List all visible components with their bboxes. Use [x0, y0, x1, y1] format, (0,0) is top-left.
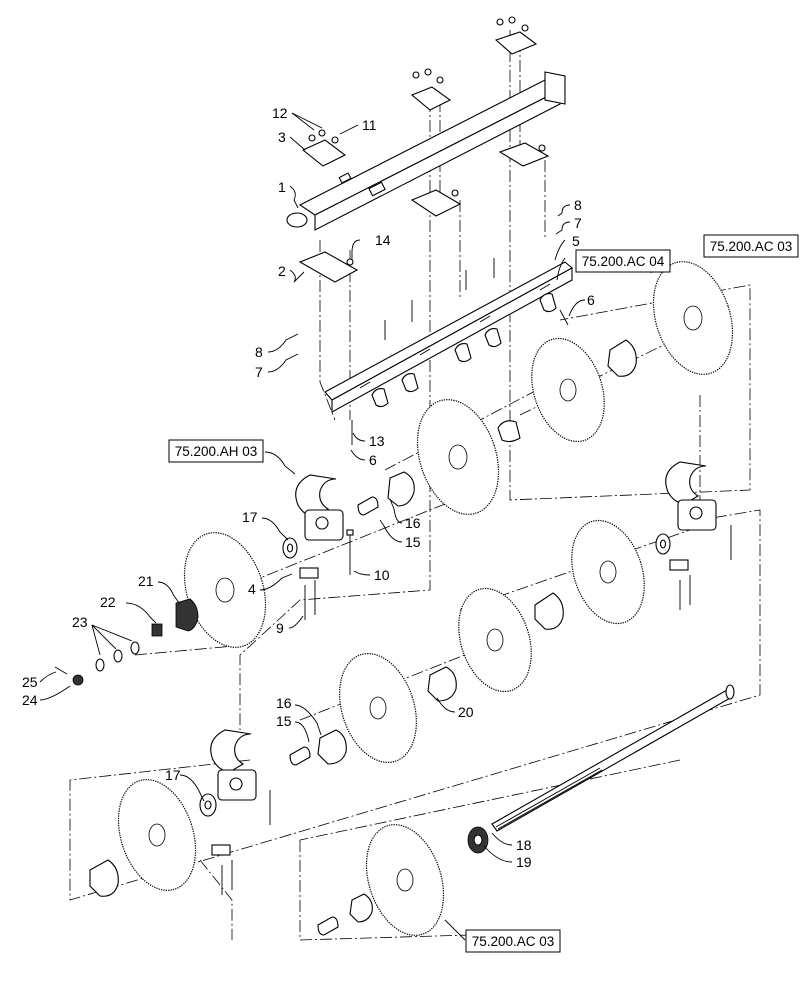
callout-23: 23 — [72, 614, 88, 630]
callout-19: 19 — [516, 854, 532, 870]
callout-17-lower: 17 — [165, 767, 181, 783]
svg-text:75.200.AH 03: 75.200.AH 03 — [175, 444, 258, 459]
bearing-hangers — [210, 461, 717, 856]
discs — [117, 261, 734, 936]
callout-6-left: 6 — [369, 452, 377, 468]
callout-18: 18 — [516, 837, 532, 853]
callout-21: 21 — [138, 573, 154, 589]
callout-7-left: 7 — [255, 364, 263, 380]
callout-5: 5 — [572, 233, 580, 249]
washers — [54, 533, 671, 854]
svg-text:75.200.AC 03: 75.200.AC 03 — [472, 934, 555, 949]
scraper-bar — [324, 261, 573, 413]
reference-box-ac03-bottom[interactable]: 75.200.AC 03 — [465, 929, 561, 953]
callout-20: 20 — [458, 704, 474, 720]
callout-7-right: 7 — [574, 215, 582, 231]
clamp-plates — [298, 16, 550, 283]
scraper-brackets — [371, 258, 557, 408]
reference-box-ac04[interactable]: 75.200.AC 04 — [575, 249, 671, 273]
callout-8-right: 8 — [574, 197, 582, 213]
callout-4: 4 — [248, 581, 256, 597]
reference-box-ah03[interactable]: 75.200.AH 03 — [168, 439, 264, 463]
callout-22: 22 — [100, 594, 116, 610]
callout-11: 11 — [362, 117, 377, 133]
svg-text:75.200.AC 03: 75.200.AC 03 — [710, 239, 793, 254]
callout-14: 14 — [375, 232, 391, 248]
callout-1: 1 — [278, 179, 286, 195]
callout-6-right: 6 — [587, 292, 595, 308]
callout-3: 3 — [278, 129, 286, 145]
callout-17-upper: 17 — [242, 509, 258, 525]
reference-boxes[interactable]: 75.200.AC 03 75.200.AC 04 75.200.AH 03 7… — [168, 234, 799, 953]
callout-8-left: 8 — [255, 344, 263, 360]
frame-tube — [286, 71, 566, 231]
callout-12: 12 — [272, 105, 288, 121]
callout-24: 24 — [22, 692, 38, 708]
gang-shaft — [491, 684, 735, 832]
callout-9: 9 — [276, 620, 284, 636]
reference-box-ac03-top[interactable]: 75.200.AC 03 — [703, 234, 799, 258]
spools — [89, 339, 637, 936]
callout-16-upper: 16 — [405, 515, 421, 531]
callout-25: 25 — [22, 674, 38, 690]
callout-labels: 12 11 3 1 14 2 8 7 5 6 8 7 13 6 17 16 15… — [22, 105, 595, 870]
callout-15-upper: 15 — [405, 534, 421, 550]
callout-16-lower: 16 — [276, 695, 292, 711]
svg-text:75.200.AC 04: 75.200.AC 04 — [582, 254, 665, 269]
bolts — [221, 309, 732, 895]
callout-15-lower: 15 — [276, 713, 292, 729]
callout-10: 10 — [374, 567, 390, 583]
callout-2: 2 — [278, 263, 286, 279]
callout-13: 13 — [369, 433, 385, 449]
leader-lines — [39, 112, 666, 941]
